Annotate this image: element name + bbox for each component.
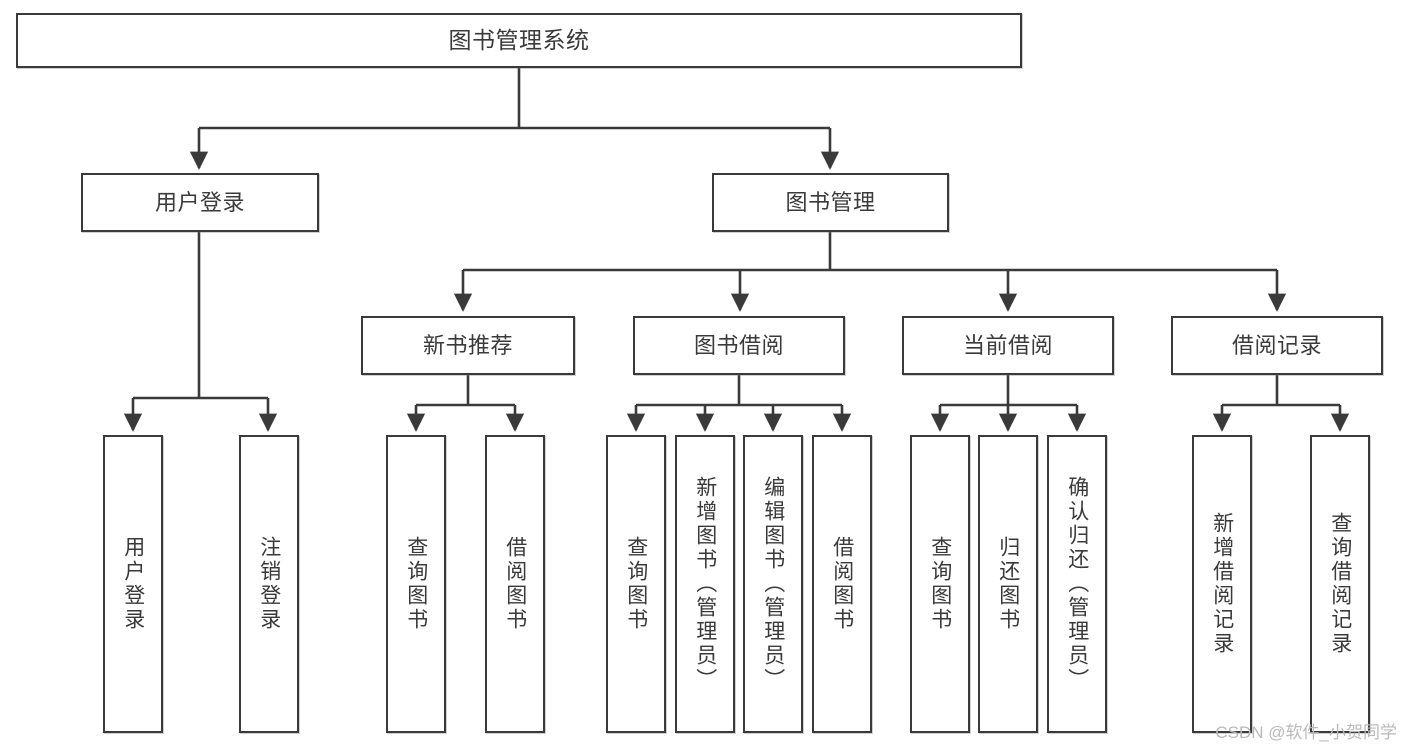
leaf-new-book-query-label: 查询图书 [404,536,428,632]
node-book-borrow-label: 图书借阅 [693,332,784,358]
leaf-user-login-signin[interactable]: 用户登录 [103,435,163,733]
leaf-borrow-query-book[interactable]: 查询图书 [606,435,666,733]
node-book-management[interactable]: 图书管理 [712,173,949,232]
leaf-user-login-signout[interactable]: 注销登录 [239,435,299,733]
node-root-label: 图书管理系统 [448,26,590,53]
node-book-borrow[interactable]: 图书借阅 [633,316,845,375]
leaf-borrow-borrow-book[interactable]: 借阅图书 [812,435,872,733]
leaf-user-login-signin-label: 用户登录 [121,536,145,632]
node-borrow-record-label: 借阅记录 [1231,332,1322,358]
leaf-record-add[interactable]: 新增借阅记录 [1192,435,1252,733]
leaf-borrow-add-book[interactable]: 新增图书（管理员） [675,435,735,733]
watermark: CSDN @软件_小贺同学 [1215,723,1397,742]
leaf-current-return-book-label: 归还图书 [996,536,1020,632]
leaf-user-login-signout-label: 注销登录 [257,536,281,632]
node-root[interactable]: 图书管理系统 [16,13,1022,68]
node-borrow-record[interactable]: 借阅记录 [1171,316,1383,375]
leaf-new-book-query[interactable]: 查询图书 [386,435,446,733]
node-new-book-recommend[interactable]: 新书推荐 [361,316,575,375]
node-current-borrow[interactable]: 当前借阅 [902,316,1114,375]
leaf-current-return-book[interactable]: 归还图书 [978,435,1038,733]
leaf-new-book-borrow-label: 借阅图书 [503,536,527,632]
leaf-borrow-edit-book-label: 编辑图书（管理员） [761,476,785,692]
leaf-new-book-borrow[interactable]: 借阅图书 [485,435,545,733]
leaf-current-confirm-return[interactable]: 确认归还（管理员） [1047,435,1107,733]
leaf-record-query[interactable]: 查询借阅记录 [1310,435,1370,733]
leaf-borrow-edit-book[interactable]: 编辑图书（管理员） [743,435,803,733]
node-user-login-label: 用户登录 [154,189,245,215]
leaf-current-query-book-label: 查询图书 [928,536,952,632]
leaf-borrow-query-book-label: 查询图书 [624,536,648,632]
node-current-borrow-label: 当前借阅 [962,332,1053,358]
node-user-login[interactable]: 用户登录 [81,173,319,232]
node-new-book-recommend-label: 新书推荐 [422,332,513,358]
leaf-borrow-borrow-book-label: 借阅图书 [830,536,854,632]
leaf-record-query-label: 查询借阅记录 [1328,512,1352,656]
node-book-management-label: 图书管理 [785,189,876,215]
leaf-current-confirm-return-label: 确认归还（管理员） [1065,476,1089,692]
leaf-record-add-label: 新增借阅记录 [1210,512,1234,656]
leaf-borrow-add-book-label: 新增图书（管理员） [693,476,717,692]
leaf-current-query-book[interactable]: 查询图书 [910,435,970,733]
